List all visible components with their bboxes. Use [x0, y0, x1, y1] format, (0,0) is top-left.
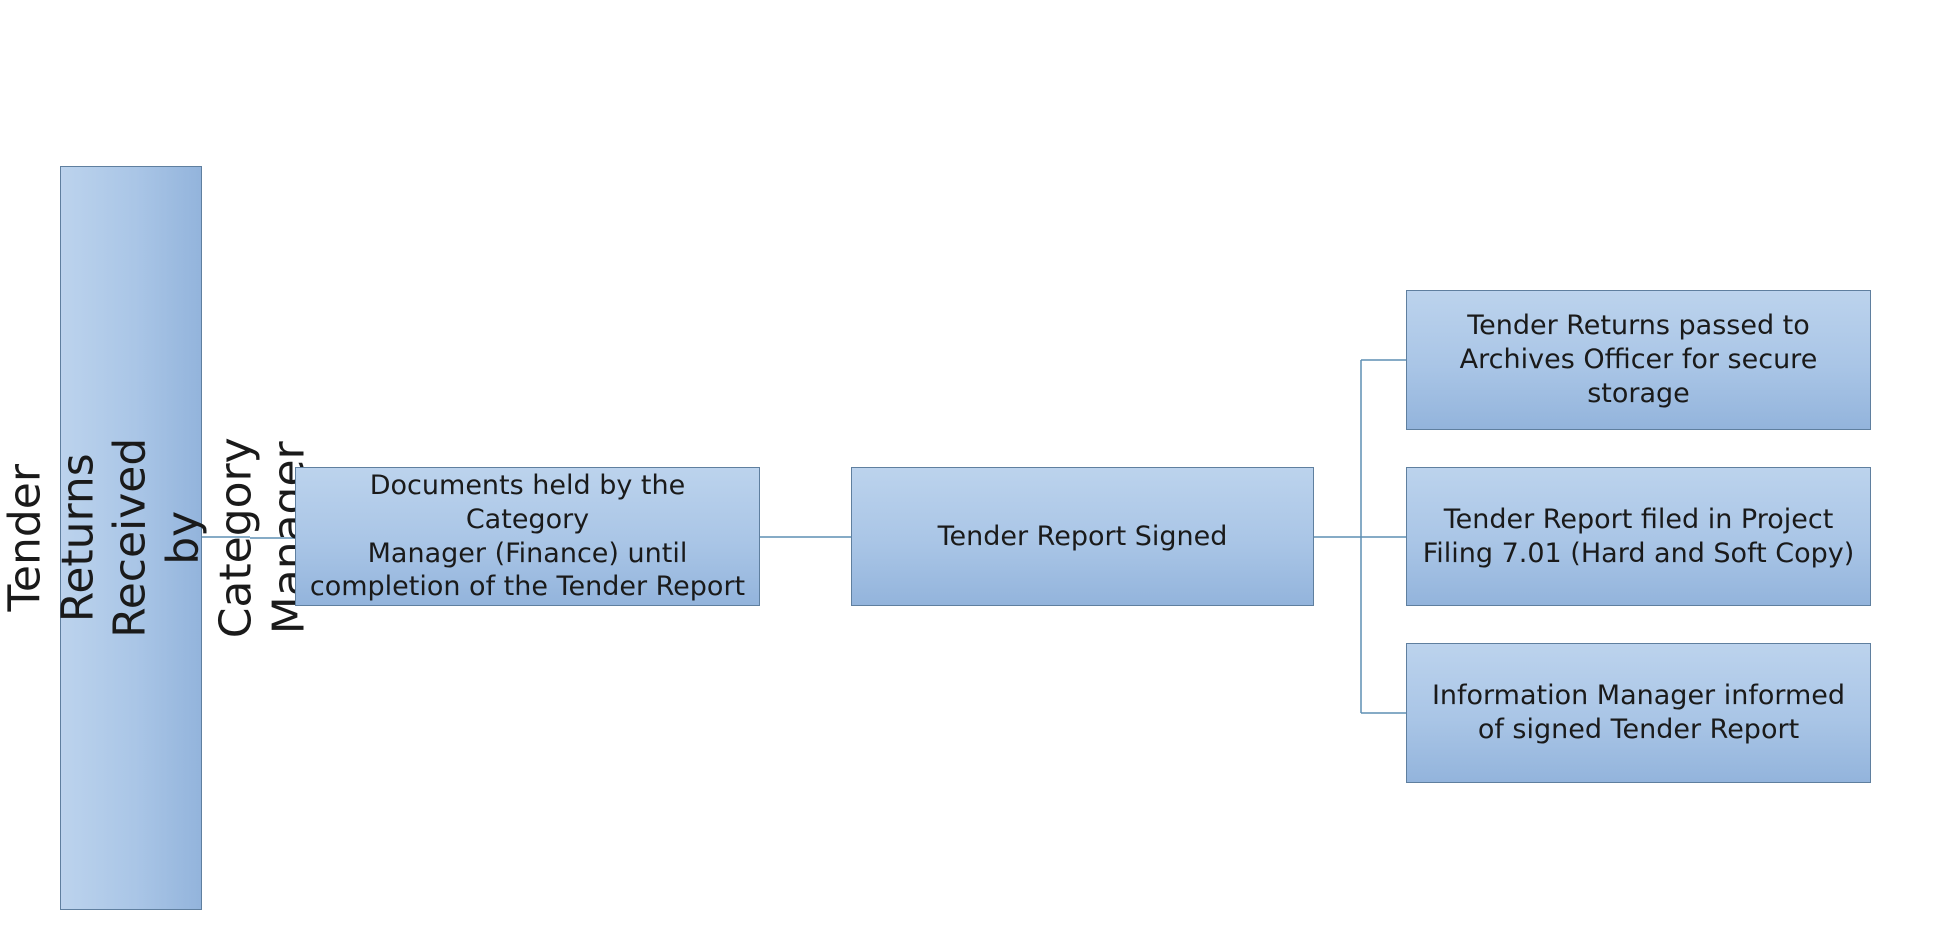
root-node-label: Contractor Tender Returns Received by Ca… — [0, 421, 316, 655]
node-documents-held: Documents held by the Category Manager (… — [295, 467, 760, 606]
root-node-line-2: Received by Category Manager — [104, 437, 314, 639]
node-archives-storage: Tender Returns passed to Archives Office… — [1406, 290, 1871, 430]
root-node-contractor-tender-returns: Contractor Tender Returns Received by Ca… — [0, 166, 314, 910]
root-node-line-1: Contractor Tender Returns — [0, 453, 103, 623]
node-documents-held-label: Documents held by the Category Manager (… — [309, 470, 746, 603]
node-project-filing-label: Tender Report filed in Project Filing 7.… — [1422, 503, 1855, 569]
node-information-manager-informed: Information Manager informed of signed T… — [1406, 643, 1871, 783]
node-tender-report-signed-label: Tender Report Signed — [937, 520, 1228, 552]
node-project-filing: Tender Report filed in Project Filing 7.… — [1406, 467, 1871, 606]
node-archives-storage-label: Tender Returns passed to Archives Office… — [1459, 310, 1818, 409]
node-tender-report-signed: Tender Report Signed — [851, 467, 1314, 606]
node-information-manager-informed-label: Information Manager informed of signed T… — [1431, 680, 1846, 745]
